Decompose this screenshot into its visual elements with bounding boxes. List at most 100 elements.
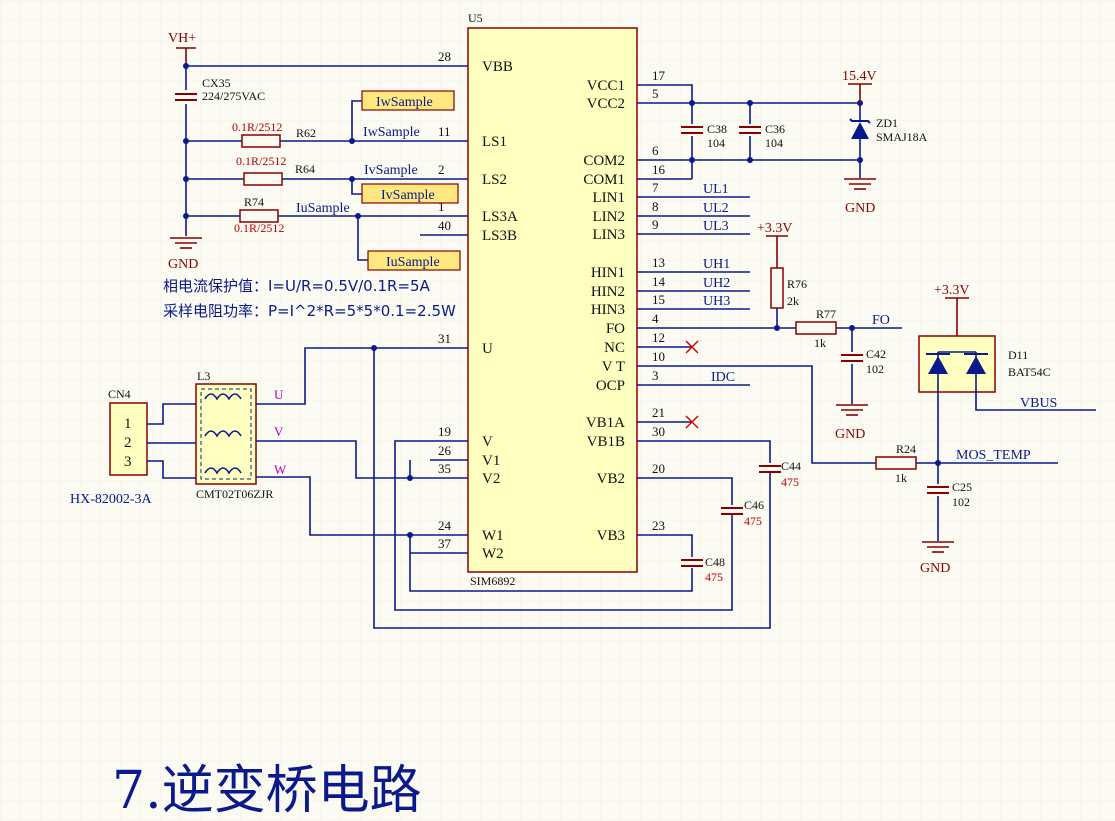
svg-text:LIN1: LIN1 — [593, 190, 626, 206]
iv-net-label: IvSample — [364, 163, 418, 178]
svg-text:+3.3V: +3.3V — [757, 221, 793, 236]
zener-zd1[interactable]: ZD1 SMAJ18A — [849, 103, 928, 160]
resistor-r62[interactable]: 0.1R/2512 R62 — [232, 120, 316, 148]
uh3-label: UH3 — [703, 294, 730, 309]
mos-temp-label: MOS_TEMP — [956, 448, 1031, 463]
capacitor-c42[interactable]: C42 102 — [841, 347, 886, 376]
vt-wire — [637, 365, 876, 464]
ic-part: SIM6892 — [470, 574, 515, 588]
capacitor-c38[interactable]: C38 104 — [681, 122, 727, 150]
capacitor-c25[interactable]: C25 102 — [927, 480, 972, 509]
c46-value: 475 — [744, 514, 762, 528]
svg-text:2: 2 — [124, 435, 132, 451]
c25-value: 102 — [952, 495, 970, 509]
d11-ref: D11 — [1008, 348, 1028, 362]
port-ivsample[interactable]: IvSample — [361, 183, 459, 204]
svg-text:20: 20 — [652, 461, 665, 476]
l3-ref: L3 — [197, 369, 210, 383]
w-phase-wire — [256, 476, 468, 536]
svg-text:17: 17 — [652, 68, 666, 83]
port-iusample[interactable]: IuSample — [367, 250, 461, 271]
svg-text:10: 10 — [652, 349, 665, 364]
capacitor-cx35[interactable]: CX35 224/275VAC — [175, 76, 265, 103]
no-connect-mark — [685, 415, 699, 429]
r64-ref: R64 — [295, 162, 315, 176]
r74-value: 0.1R/2512 — [234, 221, 284, 235]
capacitor-c46[interactable]: C46 475 — [721, 498, 764, 528]
v-bootstrap-wire — [394, 440, 733, 611]
port-iwsample[interactable]: IwSample — [361, 90, 455, 111]
iu-port-wire — [357, 216, 368, 261]
svg-text:24: 24 — [438, 518, 452, 533]
svg-text:NC: NC — [604, 340, 625, 356]
svg-text:OCP: OCP — [596, 378, 625, 394]
svg-text:W2: W2 — [482, 546, 504, 562]
svg-text:15.4V: 15.4V — [842, 69, 877, 84]
ic-u5[interactable]: U5 SIM6892 — [467, 11, 638, 588]
common-mode-choke-l3[interactable]: L3 CMT02T06ZJR — [195, 369, 273, 501]
connector-cn4[interactable]: CN4 1 2 3 HX-82002-3A — [70, 387, 153, 507]
vb2-wire — [637, 477, 733, 505]
l3-value: CMT02T06ZJR — [196, 487, 273, 501]
svg-text:2: 2 — [438, 162, 445, 177]
gnd-symbol-c25: GND — [920, 541, 954, 576]
svg-text:HIN3: HIN3 — [591, 302, 625, 318]
resistor-r77[interactable]: R77 1k — [795, 307, 837, 350]
v-label: V — [274, 424, 284, 439]
resistor-r24[interactable]: R24 1k — [875, 442, 917, 485]
svg-text:V: V — [482, 434, 493, 450]
uh1-label: UH1 — [703, 257, 730, 272]
cx35-value: 224/275VAC — [202, 89, 265, 103]
gnd-symbol-zd1: GND — [844, 178, 876, 216]
svg-text:21: 21 — [652, 405, 665, 420]
capacitor-c44[interactable]: C44 475 — [759, 459, 801, 489]
r62-value: 0.1R/2512 — [232, 120, 282, 134]
r64-value: 0.1R/2512 — [236, 154, 286, 168]
page-title: 7.逆变桥电路 — [112, 761, 422, 821]
r74-ref: R74 — [244, 195, 264, 209]
resistor-r76[interactable]: R76 2k — [770, 262, 807, 309]
svg-text:VCC1: VCC1 — [587, 78, 625, 94]
svg-text:1: 1 — [438, 199, 445, 214]
svg-text:VB1B: VB1B — [587, 434, 625, 450]
svg-text:30: 30 — [652, 424, 665, 439]
r77-value: 1k — [814, 336, 826, 350]
resistor-r74[interactable]: R74 0.1R/2512 — [234, 195, 284, 235]
svg-text:GND: GND — [920, 561, 950, 576]
svg-text:IuSample: IuSample — [386, 255, 440, 270]
uh2-label: UH2 — [703, 276, 730, 291]
capacitor-c48[interactable]: C48 475 — [681, 555, 725, 584]
capacitor-c36[interactable]: C36 104 — [739, 122, 785, 150]
c44-value: 475 — [781, 475, 799, 489]
svg-text:GND: GND — [845, 201, 875, 216]
junction — [774, 325, 780, 331]
r76-value: 2k — [787, 294, 799, 308]
diode-d11[interactable]: D11 BAT54C — [918, 335, 1051, 393]
iw-net-label: IwSample — [363, 125, 420, 140]
svg-text:IwSample: IwSample — [376, 95, 433, 110]
cn4-value: HX-82002-3A — [70, 492, 153, 507]
junction — [747, 157, 753, 163]
svg-text:V2: V2 — [482, 471, 500, 487]
svg-text:VCC2: VCC2 — [587, 96, 625, 112]
junction — [689, 157, 695, 163]
w-label: W — [274, 462, 287, 477]
note-power: 采样电阻功率：P=I^2*R=5*5*0.1=2.5W — [163, 302, 456, 320]
c48-ref: C48 — [705, 555, 725, 569]
cn4-u-wire — [147, 403, 196, 425]
resistor-r64[interactable]: 0.1R/2512 R64 — [236, 154, 315, 186]
ul3-label: UL3 — [703, 219, 729, 234]
d11-value: BAT54C — [1008, 365, 1051, 379]
svg-text:6: 6 — [652, 143, 659, 158]
